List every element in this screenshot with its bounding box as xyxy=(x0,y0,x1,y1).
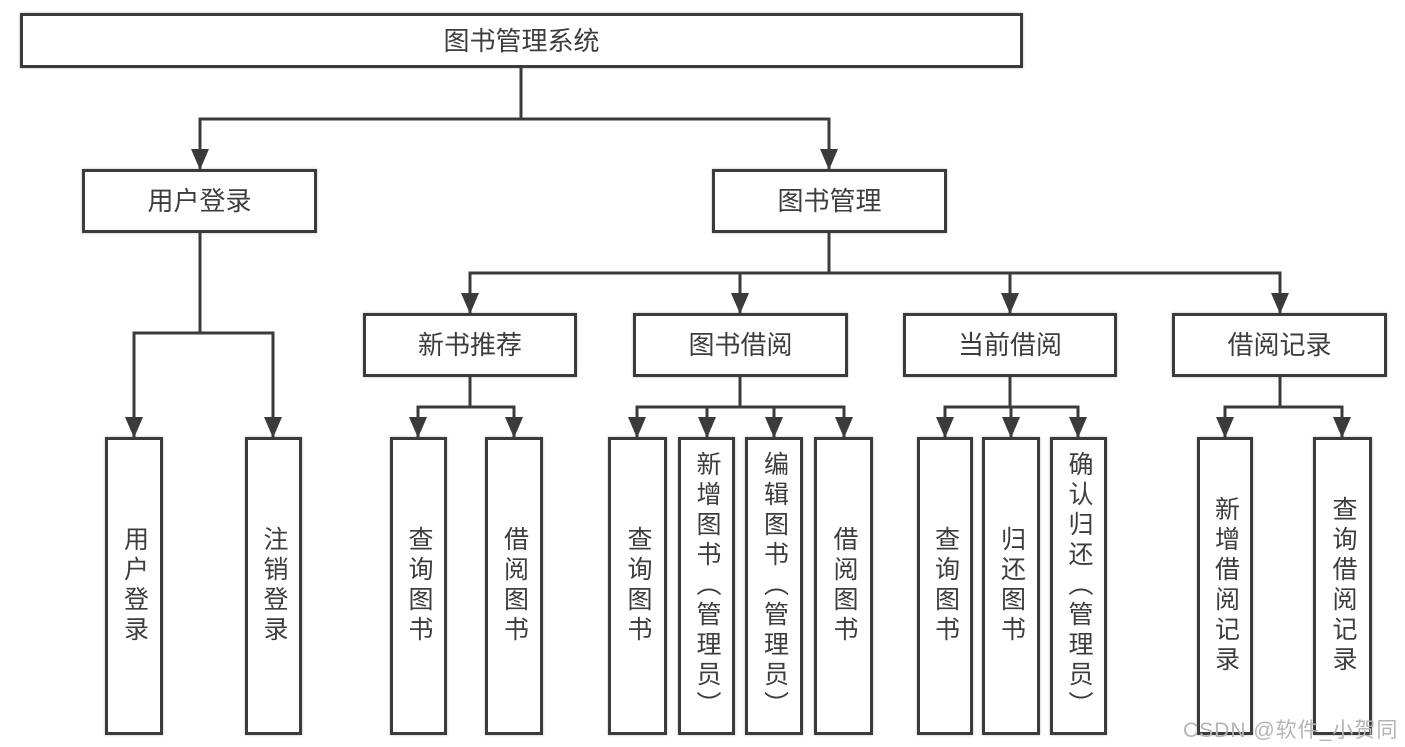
leaf-borrow-query: 查询图书 xyxy=(608,437,667,735)
node-root: 图书管理系统 xyxy=(20,13,1023,68)
leaf-user-login: 用户登录 xyxy=(105,437,163,735)
leaf-borrow-borrow: 借阅图书 xyxy=(814,437,873,735)
leaf-records-query: 查询借阅记录 xyxy=(1313,437,1372,735)
node-new-book-rec: 新书推荐 xyxy=(363,313,577,377)
edges-current xyxy=(936,373,1087,439)
node-current-borrow: 当前借阅 xyxy=(903,313,1117,377)
edges-records xyxy=(1216,373,1351,439)
edges-root-to-level2 xyxy=(191,64,838,171)
edges-user-login xyxy=(125,229,282,439)
edges-new-book xyxy=(409,373,523,439)
leaf-logout: 注销登录 xyxy=(245,437,302,735)
leaf-borrow-add: 新增图书（管理员） xyxy=(678,437,735,735)
leaf-borrow-edit: 编辑图书（管理员） xyxy=(745,437,803,735)
leaf-current-return: 归还图书 xyxy=(982,437,1040,735)
leaf-newbook-borrow: 借阅图书 xyxy=(485,437,543,735)
node-borrow-records: 借阅记录 xyxy=(1172,313,1387,377)
edges-borrow xyxy=(628,373,853,439)
node-book-mgmt: 图书管理 xyxy=(712,169,947,233)
csdn-watermark: CSDN @软件_小贺同学 xyxy=(1183,719,1399,742)
node-book-borrow: 图书借阅 xyxy=(633,313,848,377)
node-user-login: 用户登录 xyxy=(82,169,317,233)
leaf-records-add: 新增借阅记录 xyxy=(1197,437,1253,735)
edges-book-mgmt xyxy=(461,229,1289,315)
leaf-newbook-query: 查询图书 xyxy=(390,437,447,735)
leaf-current-query: 查询图书 xyxy=(917,437,973,735)
leaf-current-confirm: 确认归还（管理员） xyxy=(1050,437,1107,735)
